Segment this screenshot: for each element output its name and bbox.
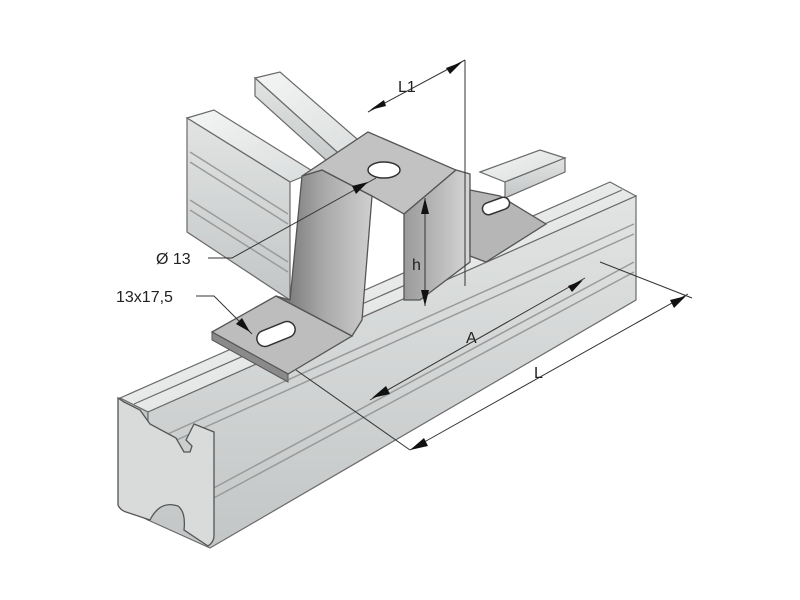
slot-hole	[256, 320, 296, 348]
slot-label: 13x17,5	[116, 289, 173, 306]
l-ext-left	[295, 369, 411, 451]
upper-rail-groove-3	[189, 199, 289, 263]
upper-rail-right-side	[504, 157, 566, 199]
upper-rail	[185, 71, 567, 302]
l-dim-line	[409, 293, 689, 451]
diameter-arrow	[352, 182, 368, 194]
diameter-label: Ø 13	[156, 251, 191, 268]
bracket	[210, 131, 548, 383]
slot-arrow	[236, 318, 250, 332]
l1-label: L1	[398, 79, 416, 96]
round-hole	[367, 161, 401, 179]
h-arrow-down	[421, 290, 429, 306]
dimensions	[196, 59, 693, 451]
slot-hole-right	[481, 196, 511, 216]
main-rail-groove-1	[149, 223, 635, 443]
h-arrow-up	[421, 198, 429, 214]
main-rail-end-profile	[117, 396, 215, 547]
l-label: L	[534, 365, 543, 382]
a-dim-line	[369, 277, 586, 401]
upper-rail-groove-4	[189, 209, 289, 273]
upper-rail-groove-1	[189, 151, 289, 215]
l-arrow-left	[410, 438, 428, 450]
diameter-leader	[208, 177, 377, 259]
bracket-flange-edge	[211, 331, 289, 383]
main-rail-groove-4	[209, 271, 635, 501]
l-ext-right	[599, 261, 693, 299]
l1-arrow-right	[446, 62, 462, 74]
l-arrow-right	[670, 296, 686, 308]
l1-arrow-left	[370, 100, 386, 110]
a-arrow-left	[372, 386, 390, 398]
main-rail-groove-3	[209, 261, 635, 491]
main-rail-groove-2	[149, 233, 635, 453]
h-label: h	[412, 257, 421, 274]
a-arrow-right	[568, 280, 583, 292]
a-label: A	[466, 330, 477, 347]
bracket-leg-right	[403, 169, 471, 301]
upper-rail-groove-2	[189, 161, 289, 225]
